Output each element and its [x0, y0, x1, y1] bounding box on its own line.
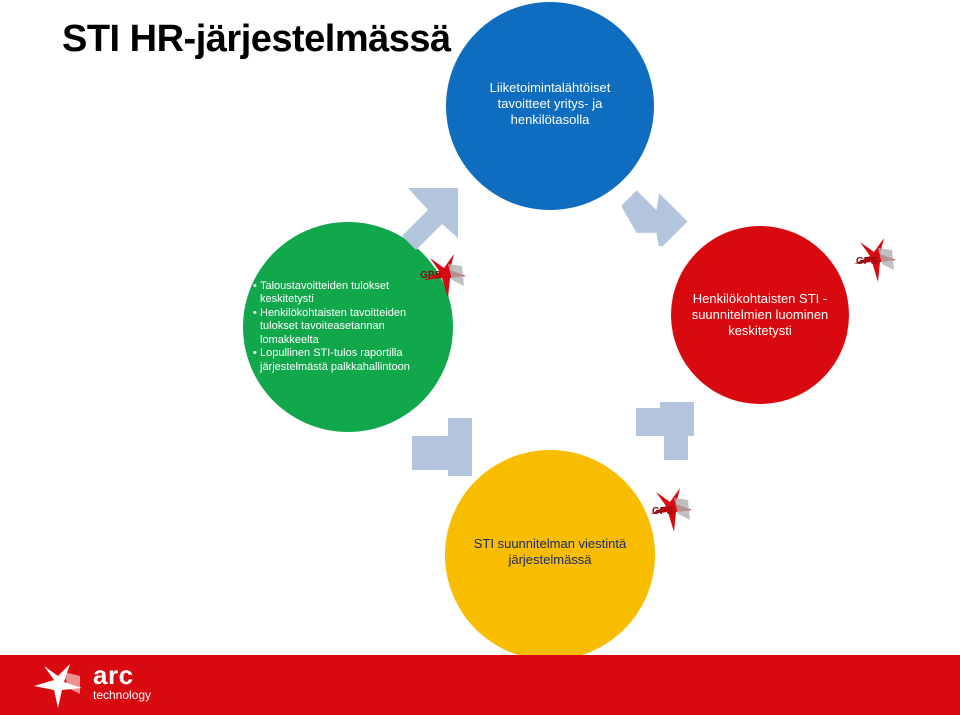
gps-label: GPS	[856, 256, 878, 267]
results-item: Lopullinen STI-tulos raportilla järjeste…	[253, 347, 439, 374]
gps-marker-icon	[424, 254, 466, 298]
gps-label: GPS	[420, 270, 442, 281]
blue-circle-text: Liiketoimintalähtöiset tavoitteet yritys…	[489, 80, 611, 127]
blue-circle-goals: Liiketoimintalähtöiset tavoitteet yritys…	[446, 2, 654, 210]
gps-label: GPS	[652, 506, 674, 517]
results-item: Taloustavoitteiden tulokset keskitetysti	[253, 280, 439, 307]
green-circle-results: Taloustavoitteiden tulokset keskitetysti…	[243, 222, 453, 432]
arrow-yellow-to-green-icon	[412, 418, 472, 476]
gps-marker-icon	[854, 238, 896, 282]
arc-logo-star-icon	[34, 664, 82, 708]
gps-marker-icon	[650, 488, 692, 532]
yellow-circle-text: STI suunnitelman viestintä järjestelmäss…	[473, 536, 627, 567]
arrow-blue-to-red-icon	[622, 190, 688, 246]
arrow-red-to-yellow-icon	[636, 402, 694, 460]
red-circle-text: Henkilökohtaisten STI -suunnitelmien luo…	[691, 291, 829, 338]
logo-name: arc	[93, 660, 134, 690]
yellow-circle-communication: STI suunnitelman viestintä järjestelmäss…	[445, 450, 655, 660]
results-item: Henkilökohtaisten tavoitteiden tulokset …	[253, 307, 439, 348]
logo-subtitle: technology	[93, 688, 152, 702]
arrow-green-to-blue-icon	[402, 188, 458, 250]
results-list: Taloustavoitteiden tulokset keskitetysti…	[253, 280, 439, 375]
page-title: STI HR-järjestelmässä	[62, 18, 451, 60]
footer-bar	[0, 655, 960, 715]
red-circle-plans: Henkilökohtaisten STI -suunnitelmien luo…	[671, 226, 849, 404]
